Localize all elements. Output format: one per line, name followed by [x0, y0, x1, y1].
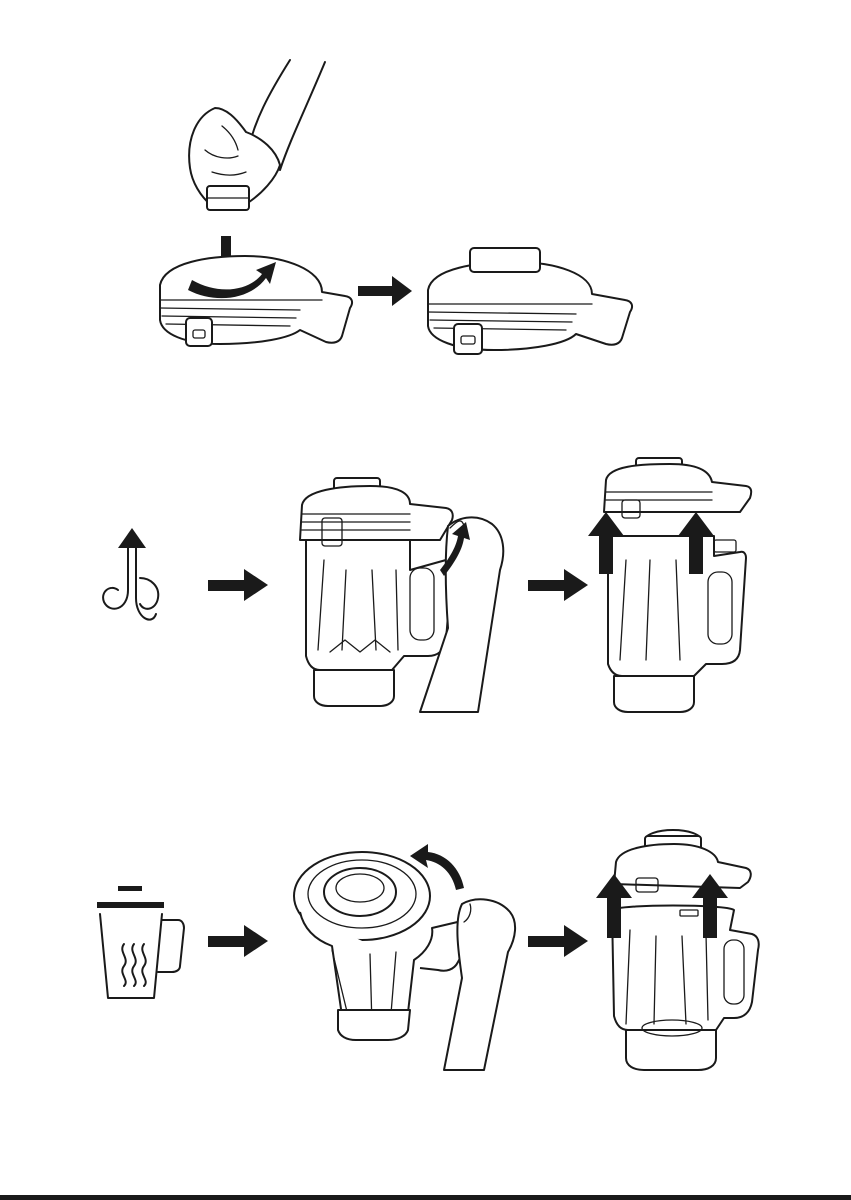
figure-step-3: [0, 770, 851, 1190]
right-arrow-icon: [358, 276, 412, 306]
hand-icon: [189, 60, 325, 206]
figure-step-1: [0, 0, 851, 400]
figure-step-2: [0, 400, 851, 770]
right-arrow-icon: [208, 925, 268, 957]
blender-jug-icon: [294, 852, 476, 1040]
blender-jug-icon: [604, 458, 751, 712]
lid-icon: [160, 256, 352, 346]
blender-jug-icon: [300, 478, 453, 706]
right-arrow-icon: [528, 925, 588, 957]
hot-jug-icon: [97, 886, 184, 998]
right-arrow-icon: [208, 569, 268, 601]
right-arrow-icon: [528, 569, 588, 601]
bottom-rule: [0, 1195, 851, 1200]
measuring-cap-icon: [207, 186, 249, 210]
steam-icon: [103, 528, 158, 620]
lid-icon: [428, 248, 632, 354]
blender-jug-icon: [612, 830, 759, 1070]
